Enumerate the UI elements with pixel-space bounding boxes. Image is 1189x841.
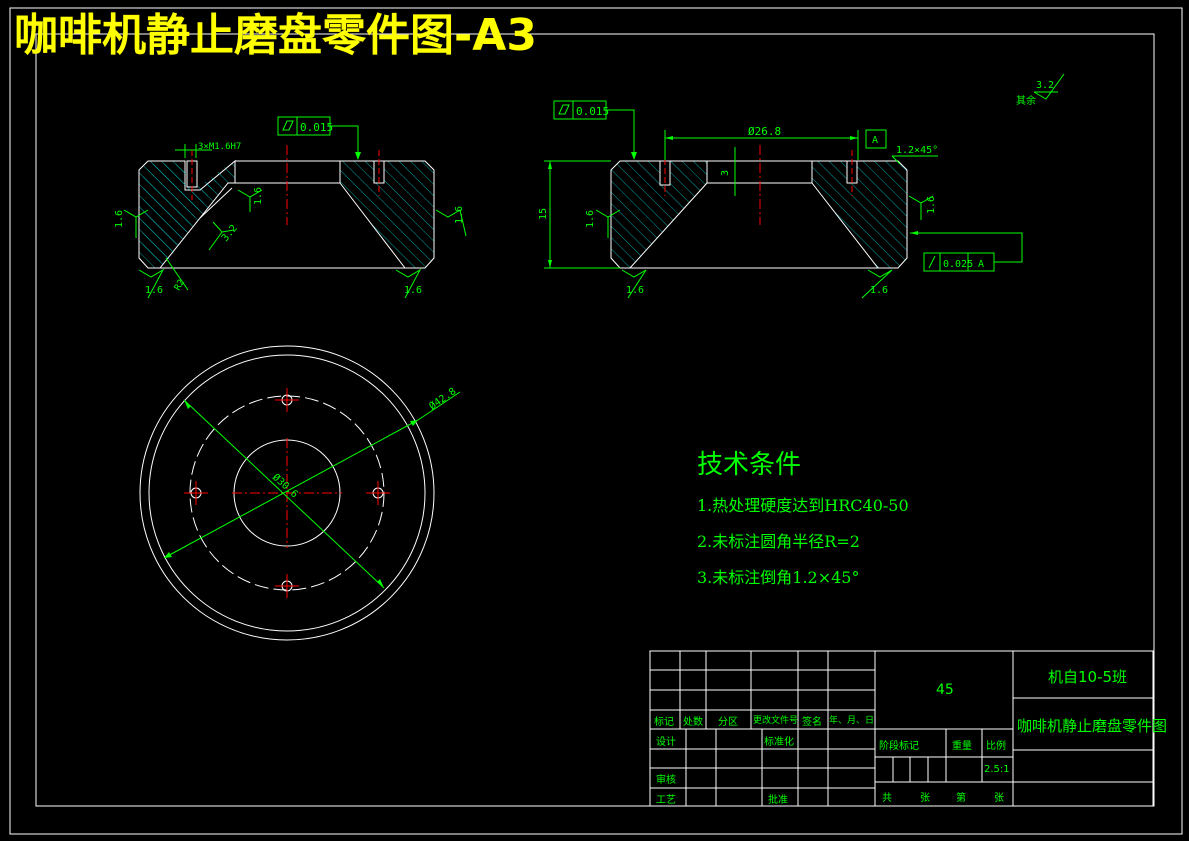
hdr-zone: 分区 — [718, 717, 738, 728]
rough-l-6: 3.2 — [220, 223, 240, 244]
general-roughness: 3.2 其余 — [1016, 73, 1065, 107]
rough-l-1: 1.6 — [114, 210, 125, 228]
sheets-label: 张 — [920, 793, 930, 804]
right-flatness-value: 0.015 — [576, 105, 609, 118]
rough-r-4: 1.6 — [926, 196, 937, 214]
tech-title: 技术条件 — [697, 450, 802, 480]
runout-datum: A — [978, 259, 984, 270]
outer-frame — [9, 7, 1183, 835]
rough-r-2: 1.6 — [626, 285, 644, 296]
tech-item-3: 3.未标注倒角1.2×45° — [697, 568, 860, 587]
rough-r-1: 1.6 — [585, 210, 596, 228]
rough-r-3: 1.6 — [870, 285, 888, 296]
dia-dim: Ø26.8 — [748, 125, 781, 138]
weight-label: 重量 — [952, 741, 972, 752]
process-label: 工艺 — [656, 795, 676, 806]
scale-label: 比例 — [986, 741, 1006, 752]
inner-frame — [35, 33, 1155, 807]
drawing-title: 咖啡机静止磨盘零件图-A3 — [14, 10, 537, 61]
design-label: 设计 — [656, 737, 676, 748]
title-block — [649, 650, 1154, 807]
top-view: Ø42.8 Ø30.6 — [139, 345, 461, 641]
standardize-label: 标准化 — [764, 737, 794, 748]
hdr-change-doc: 更改文件号 — [753, 716, 799, 726]
tech-item-1: 1.热处理硬度达到HRC40-50 — [697, 496, 909, 515]
material-value: 45 — [936, 682, 954, 698]
left-flatness-value: 0.015 — [300, 121, 333, 134]
rough-l-5: 1.6 — [253, 187, 264, 205]
total-label: 共 — [882, 793, 892, 804]
general-rough-label: 其余 — [1016, 94, 1036, 107]
approve-label: 批准 — [768, 795, 788, 806]
small-dim: 3 — [720, 170, 731, 176]
page-label: 张 — [994, 793, 1004, 804]
runout-value: 0.025 — [943, 259, 973, 270]
page-no-label: 第 — [956, 793, 966, 804]
chamfer-note: 1.2×45° — [896, 145, 938, 156]
thread-note: 3×M1.6H7 — [198, 142, 241, 152]
scale-value: 2.5:1 — [984, 764, 1010, 775]
tech-item-2: 2.未标注圆角半径R=2 — [697, 532, 860, 551]
hdr-date: 年、月、日 — [829, 716, 875, 726]
drawing-name: 咖啡机静止磨盘零件图 — [1017, 717, 1168, 735]
radius-note: R2 — [173, 278, 187, 292]
general-rough-value: 3.2 — [1036, 80, 1054, 91]
hdr-count: 处数 — [683, 717, 703, 728]
hdr-mark: 标记 — [654, 717, 674, 728]
height-dim: 15 — [538, 208, 549, 220]
stage-mark-label: 阶段标记 — [879, 741, 919, 752]
left-section-view: 0.015 3×M1.6H7 1.6 1.6 1.6 1.6 1.6 3.2 R… — [114, 116, 467, 299]
org-name: 机自10-5班 — [1048, 668, 1128, 686]
rough-l-4: 1.6 — [454, 206, 465, 224]
right-section-view: 0.015 Ø26.8 A 1.2×45° 15 3 0.025 A — [538, 100, 1023, 299]
rough-l-3: 1.6 — [404, 285, 422, 296]
datum-a: A — [872, 135, 878, 146]
hdr-sign: 签名 — [802, 717, 822, 728]
rough-l-2: 1.6 — [145, 285, 163, 296]
review-label: 审核 — [656, 775, 676, 786]
outer-dia-dim: Ø42.8 — [427, 385, 459, 412]
